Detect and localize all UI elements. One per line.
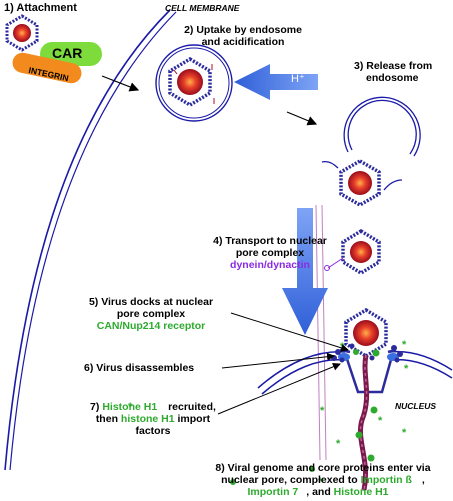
svg-text:*: * [378,415,383,427]
transport-arrow [282,208,328,335]
svg-text:*: * [404,363,409,375]
virus-attachment [5,14,39,52]
svg-text:*: * [320,405,325,417]
virus-transported [341,228,381,276]
microtubule [315,204,327,461]
virus-released [339,158,381,208]
label-car: CAR [52,45,83,61]
label-nucleus: NUCLEUS [395,401,437,411]
label-cell-membrane: CELL MEMBRANE [165,3,240,13]
label-genome: 8) Viral genome and core proteins enter … [215,462,431,498]
label-histone: 7) Histone H1 recruited, then histone H1… [90,401,216,437]
svg-text:*: * [318,476,323,488]
pointer-step6 [221,352,335,369]
pointer-step5 [230,312,349,352]
svg-text:*: * [340,341,345,353]
svg-text:*: * [336,438,341,450]
label-release: 3) Release from endosome [354,60,433,84]
svg-text:*: * [402,339,407,351]
arrow-step2-to-step3 [286,111,318,126]
label-uptake: 2) Uptake by endosome and acidification [184,24,302,48]
ruptured-endosome [321,96,421,191]
label-attachment: 1) Attachment [4,2,77,14]
endosome [155,44,233,122]
dynein-link [327,257,344,269]
svg-text:*: * [128,401,133,413]
importin-dots [353,349,380,462]
proton-arrow [234,64,318,100]
integrin-receptor [12,52,82,84]
nuclear-envelope [257,350,453,395]
cell-membrane [4,9,171,471]
label-disassembles: 6) Virus disassembles [84,362,195,374]
label-h-plus: H⁺ [291,73,305,85]
disassembled-capsomers [331,343,403,363]
label-docks: 5) Virus docks at nuclear pore complex C… [88,296,214,332]
svg-text:*: * [402,427,407,439]
label-transport: 4) Transport to nuclear pore complex dyn… [213,235,327,271]
pointer-step7 [217,362,341,415]
virus-docked [344,307,388,359]
arrow-step1-to-step2 [101,75,140,92]
